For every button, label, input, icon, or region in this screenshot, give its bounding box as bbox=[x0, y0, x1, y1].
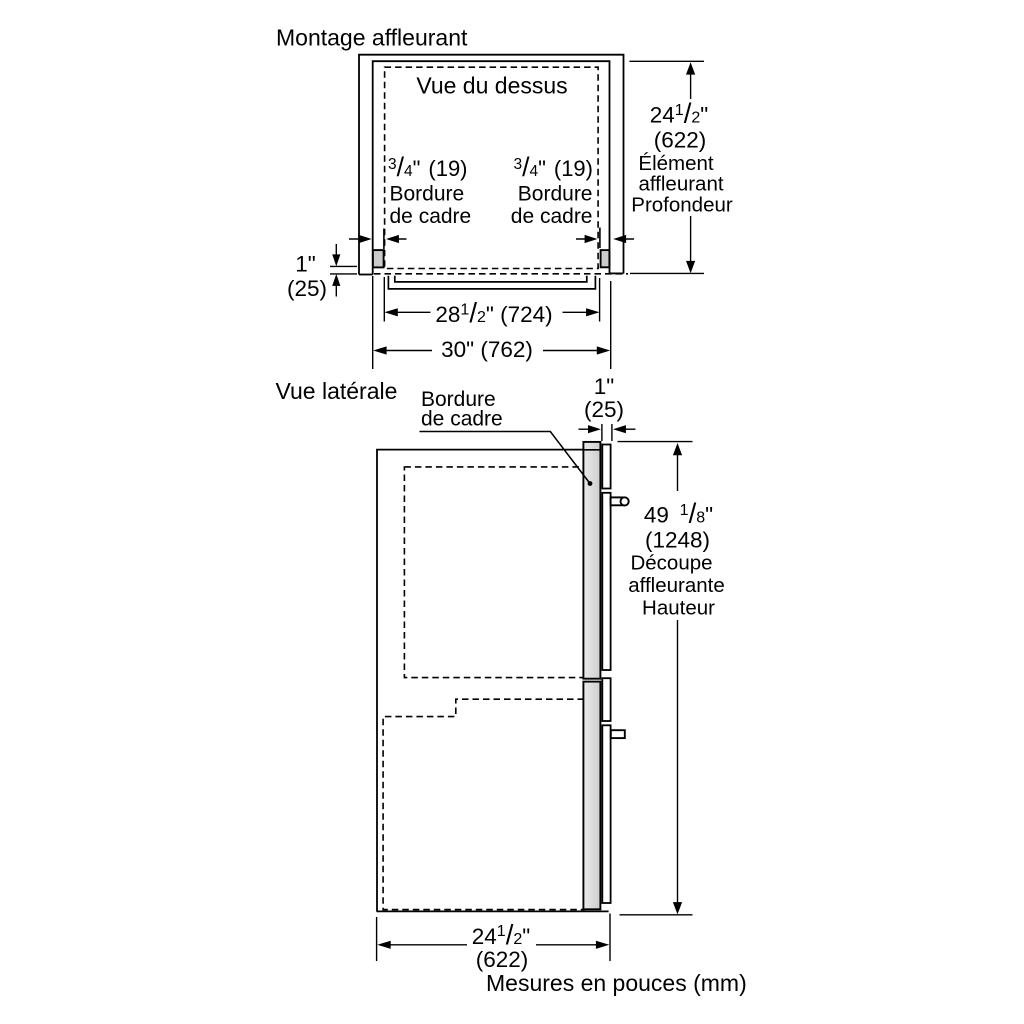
svg-text:Bordure: Bordure bbox=[518, 182, 593, 205]
svg-text:30" (762): 30" (762) bbox=[441, 337, 533, 362]
svg-text:Profondeur: Profondeur bbox=[631, 194, 733, 217]
svg-text:(1248): (1248) bbox=[645, 528, 710, 553]
svg-text:affleurant: affleurant bbox=[638, 173, 723, 196]
svg-text:1": 1" bbox=[594, 374, 615, 399]
svg-text:1": 1" bbox=[295, 251, 316, 276]
svg-text:de cadre: de cadre bbox=[511, 205, 593, 228]
svg-text:de cadre: de cadre bbox=[390, 205, 472, 228]
svg-text:Bordure: Bordure bbox=[421, 388, 496, 411]
svg-text:(25): (25) bbox=[287, 276, 327, 301]
svg-text:3/4" (19): 3/4" (19) bbox=[513, 152, 593, 182]
svg-text:Bordure: Bordure bbox=[390, 182, 465, 205]
svg-text:Vue du dessus: Vue du dessus bbox=[416, 73, 567, 99]
svg-text:Montage affleurant: Montage affleurant bbox=[276, 25, 468, 51]
svg-text:Découpe: Découpe bbox=[630, 552, 712, 575]
svg-text:Élément: Élément bbox=[638, 152, 714, 175]
svg-text:Vue latérale: Vue latérale bbox=[276, 378, 398, 404]
svg-text:(25): (25) bbox=[584, 397, 624, 422]
svg-text:241/2": 241/2" bbox=[650, 98, 708, 129]
svg-text:Mesures en pouces (mm): Mesures en pouces (mm) bbox=[486, 970, 747, 996]
svg-text:3/4" (19): 3/4" (19) bbox=[388, 152, 468, 182]
svg-text:affleurante: affleurante bbox=[628, 574, 725, 597]
svg-text:Hauteur: Hauteur bbox=[642, 597, 715, 620]
svg-text:de cadre: de cadre bbox=[421, 408, 503, 431]
svg-text:281/2" (724): 281/2" (724) bbox=[435, 297, 552, 328]
svg-text:(622): (622) bbox=[654, 128, 707, 153]
svg-text:(622): (622) bbox=[476, 947, 529, 972]
